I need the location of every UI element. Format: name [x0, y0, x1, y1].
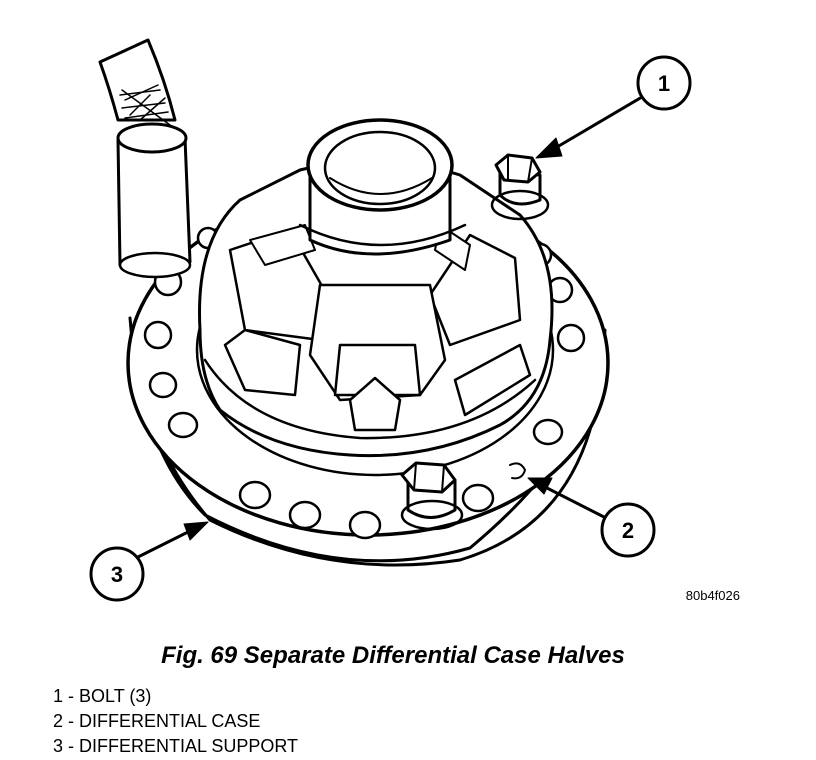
- legend-list: 1 - BOLT (3) 2 - DIFFERENTIAL CASE 3 - D…: [53, 684, 298, 759]
- callout-number: 1: [658, 71, 670, 96]
- legend-item: 1 - BOLT (3): [53, 686, 152, 706]
- hex-bolt-icon: [400, 461, 464, 531]
- figure-caption: Fig. 69 Separate Differential Case Halve…: [161, 642, 625, 669]
- callout-number: 2: [622, 518, 634, 543]
- callout-1: 1: [535, 55, 692, 159]
- callout-3: 3: [89, 521, 209, 602]
- hex-bolt-icon: [490, 153, 550, 221]
- legend-item: 2 - DIFFERENTIAL CASE: [53, 711, 261, 731]
- differential-diagram: 1 2 3 80b4f026: [89, 38, 740, 603]
- callout-number: 3: [111, 562, 123, 587]
- extension-tool-icon: [98, 38, 192, 279]
- callout-2: 2: [527, 477, 656, 558]
- figure-code: 80b4f026: [686, 588, 740, 603]
- differential-case: [198, 118, 554, 480]
- legend-item: 3 - DIFFERENTIAL SUPPORT: [53, 736, 299, 756]
